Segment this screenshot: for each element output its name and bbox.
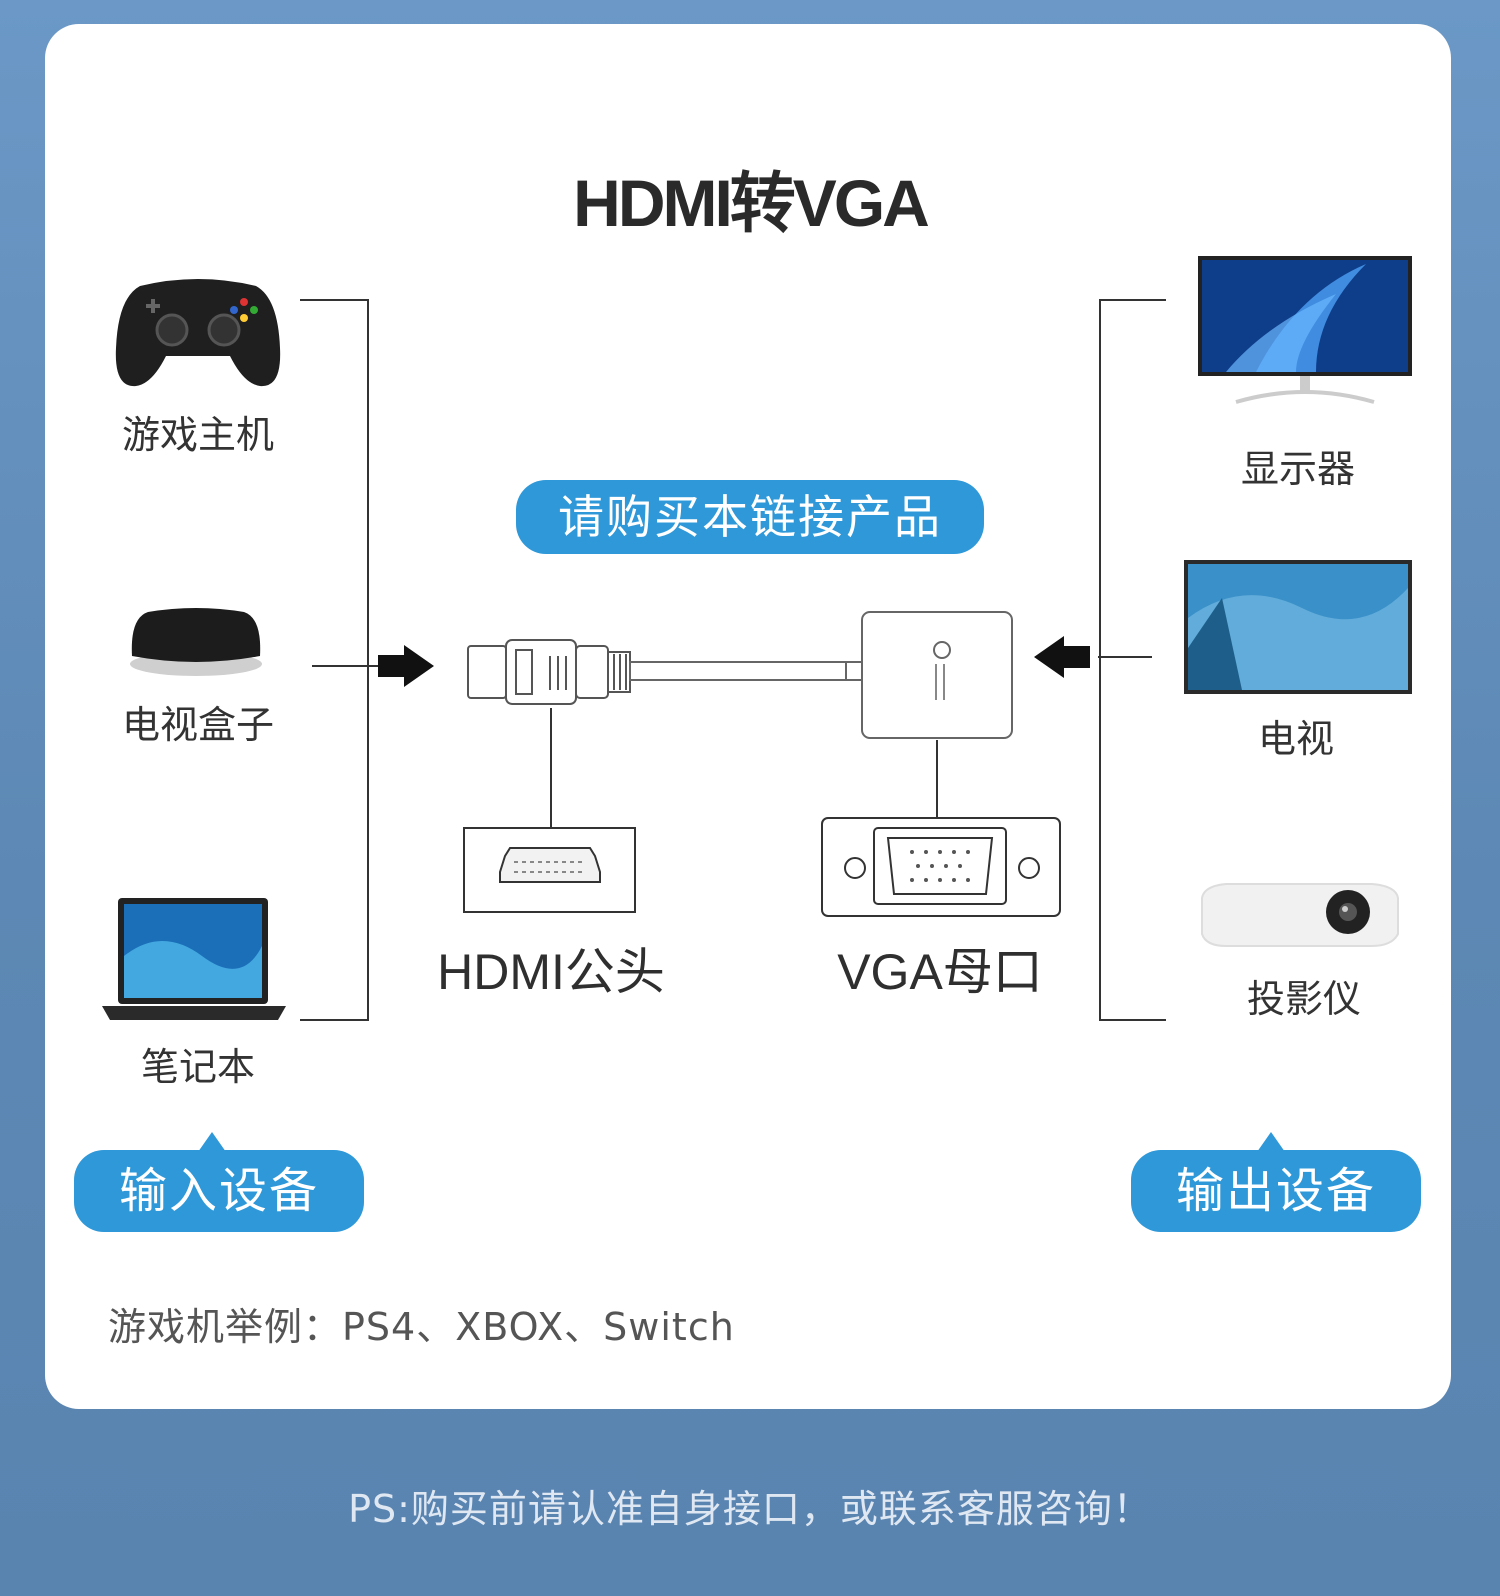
vga-adapter-box-icon [845, 611, 1013, 739]
vga-port-label: VGA母口 [837, 944, 1043, 1000]
left-arrow-icon [1034, 636, 1090, 678]
footer-notice: PS:购买前请认准自身接口，或联系客服咨询！ [348, 1487, 1152, 1531]
input-label-laptop: 笔记本 [140, 1045, 255, 1089]
input-devices-badge: 输入设备 [74, 1132, 364, 1232]
page-title: HDMI转VGA [573, 166, 930, 240]
output-label-tv: 电视 [1257, 717, 1334, 761]
input-label-tv-box: 电视盒子 [121, 703, 274, 747]
cable-icon [629, 661, 847, 681]
tv-box-icon [130, 608, 262, 676]
output-devices-badge: 输出设备 [1131, 1132, 1421, 1232]
output-label-monitor: 显示器 [1240, 447, 1355, 491]
right-arrow-icon [378, 645, 434, 687]
buy-this-product-badge: 请购买本链接产品 [516, 480, 984, 554]
input-label-game-console: 游戏主机 [121, 413, 274, 457]
console-examples-note: 游戏机举例：PS4、XBOX、Switch [108, 1305, 735, 1349]
game-controller-icon [115, 279, 281, 387]
hdmi-port-icon [463, 827, 636, 913]
hdmi-port-label: HDMI公头 [437, 944, 665, 1000]
monitor-icon [1198, 256, 1412, 404]
output-label-projector: 投影仪 [1246, 977, 1361, 1021]
laptop-icon [102, 898, 286, 1020]
hdmi-plug-icon [467, 639, 631, 705]
tv-icon [1184, 560, 1412, 694]
vga-port-icon [821, 817, 1061, 917]
projector-icon [1201, 883, 1399, 947]
